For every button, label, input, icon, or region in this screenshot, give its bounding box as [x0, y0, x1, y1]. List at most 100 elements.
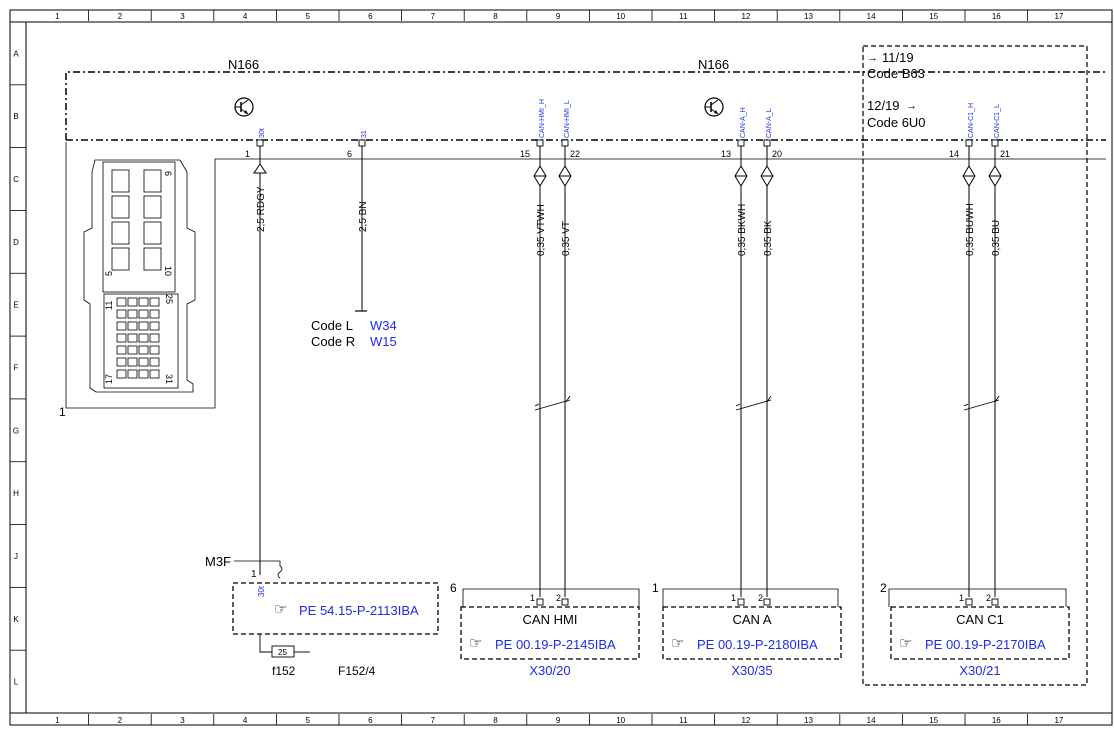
pin-terminal	[561, 598, 569, 606]
wire-label: 2,5 BN	[358, 201, 369, 232]
column-label: 17	[1054, 12, 1063, 21]
module-housing-line	[65, 142, 1106, 409]
hand-pointer-icon: ☞	[274, 601, 287, 618]
fuse-ref: F152/4	[338, 664, 376, 678]
row-label: E	[13, 301, 18, 310]
column-label: 16	[992, 12, 1001, 21]
can-pe-link[interactable]: PE 00.19-P-2170IBA	[925, 637, 1046, 652]
row-label: A	[13, 49, 19, 58]
arrow-right-icon: →	[867, 52, 878, 64]
can-pe-link[interactable]: PE 00.19-P-2145IBA	[495, 637, 616, 652]
wire-label: 0,35 BU	[991, 220, 1002, 256]
wire-label: 0,35 BUWH	[965, 203, 976, 256]
can-title: CAN C1	[956, 612, 1004, 627]
can-index: 6	[450, 581, 457, 595]
pin-terminal	[536, 598, 544, 606]
column-label: 14	[867, 12, 876, 21]
pin-terminal	[358, 139, 366, 147]
hand-pointer-icon: ☞	[899, 635, 912, 652]
relay-link	[234, 560, 283, 579]
fuse-pe-link[interactable]: PE 54.15-P-2113IBA	[299, 603, 419, 618]
row-label: H	[13, 489, 19, 498]
pin-terminal	[991, 598, 999, 606]
column-label: 4	[243, 716, 248, 725]
pin-signal: 30t	[259, 128, 266, 138]
can-pe-link[interactable]: PE 00.19-P-2180IBA	[697, 637, 818, 652]
pin-terminal	[536, 139, 544, 147]
connector-mark: 11	[104, 301, 114, 310]
row-label: D	[13, 238, 19, 247]
pin-signal: CAN-A_L	[766, 108, 773, 138]
pin-terminal	[991, 139, 999, 147]
column-label: 15	[929, 716, 938, 725]
transistor-icon	[234, 97, 254, 117]
module-boundary	[65, 71, 1106, 141]
can-connector-frame	[888, 588, 1067, 607]
connector-mark: 17	[104, 374, 114, 384]
column-label: 12	[741, 716, 750, 725]
wire-label: 0,35 BKWH	[737, 204, 748, 256]
can-connector-frame	[662, 588, 839, 607]
pin-terminal	[256, 139, 264, 147]
column-label: 2	[118, 716, 123, 725]
can-connector-frame	[462, 588, 640, 607]
column-label: 7	[431, 12, 436, 21]
can-ref[interactable]: X30/35	[731, 663, 772, 678]
can-index: 2	[880, 581, 887, 595]
row-label: C	[13, 175, 19, 184]
wire-label: 0,35 VT	[561, 221, 572, 256]
wire-label: 0,35 BK	[763, 220, 774, 256]
pin-signal: CAN-A_H	[740, 107, 747, 138]
ground-code-ref: W34	[370, 318, 397, 333]
relay-label: M3F	[205, 554, 231, 569]
pin-signal: 31	[361, 130, 368, 138]
column-label: 4	[243, 12, 248, 21]
ground-code-label: Code L	[311, 318, 353, 333]
column-label: 7	[431, 716, 436, 725]
column-label: 13	[804, 12, 813, 21]
pin-number: 6	[347, 149, 352, 159]
hand-pointer-icon: ☞	[469, 635, 482, 652]
pin-signal: CAN-HMI_L	[564, 100, 571, 138]
column-label: 3	[180, 12, 185, 21]
can-title: CAN HMI	[523, 612, 578, 627]
column-label: 1	[55, 716, 60, 725]
wire-label: 2,5 RDGY	[256, 186, 267, 232]
column-label: 6	[368, 12, 373, 21]
column-label: 14	[867, 716, 876, 725]
can-ref[interactable]: X30/21	[959, 663, 1000, 678]
pin-number: 22	[570, 149, 580, 159]
fuse-symbol	[271, 645, 295, 658]
transistor-icon	[704, 97, 724, 117]
connector-mark: 31	[164, 374, 174, 384]
pin-terminal	[561, 139, 569, 147]
column-label: 12	[741, 12, 750, 21]
can-ref[interactable]: X30/20	[529, 663, 570, 678]
arrow-right-icon: →	[906, 100, 917, 112]
pin-number: 13	[721, 149, 731, 159]
connector-mark: 25	[164, 294, 174, 304]
row-label: B	[13, 112, 18, 121]
row-label: K	[13, 615, 19, 624]
row-label: F	[14, 364, 19, 373]
twisted-pair-marks	[534, 395, 1000, 411]
power-arrow-icon	[253, 163, 267, 174]
pin-signal: CAN-HMI_H	[539, 99, 546, 138]
fuse-pin: 1	[251, 569, 257, 580]
can-index: 1	[652, 581, 659, 595]
pin-terminal	[737, 598, 745, 606]
ground-code-label: Code R	[311, 334, 355, 349]
pin-terminal	[737, 139, 745, 147]
row-label: G	[13, 426, 19, 435]
pin-number: 21	[1000, 149, 1010, 159]
wire-label: 0,35 VTWH	[536, 204, 547, 256]
fuse-number: 25	[278, 648, 287, 657]
fuse-wire	[259, 634, 272, 653]
diagram-frame	[9, 9, 1113, 726]
